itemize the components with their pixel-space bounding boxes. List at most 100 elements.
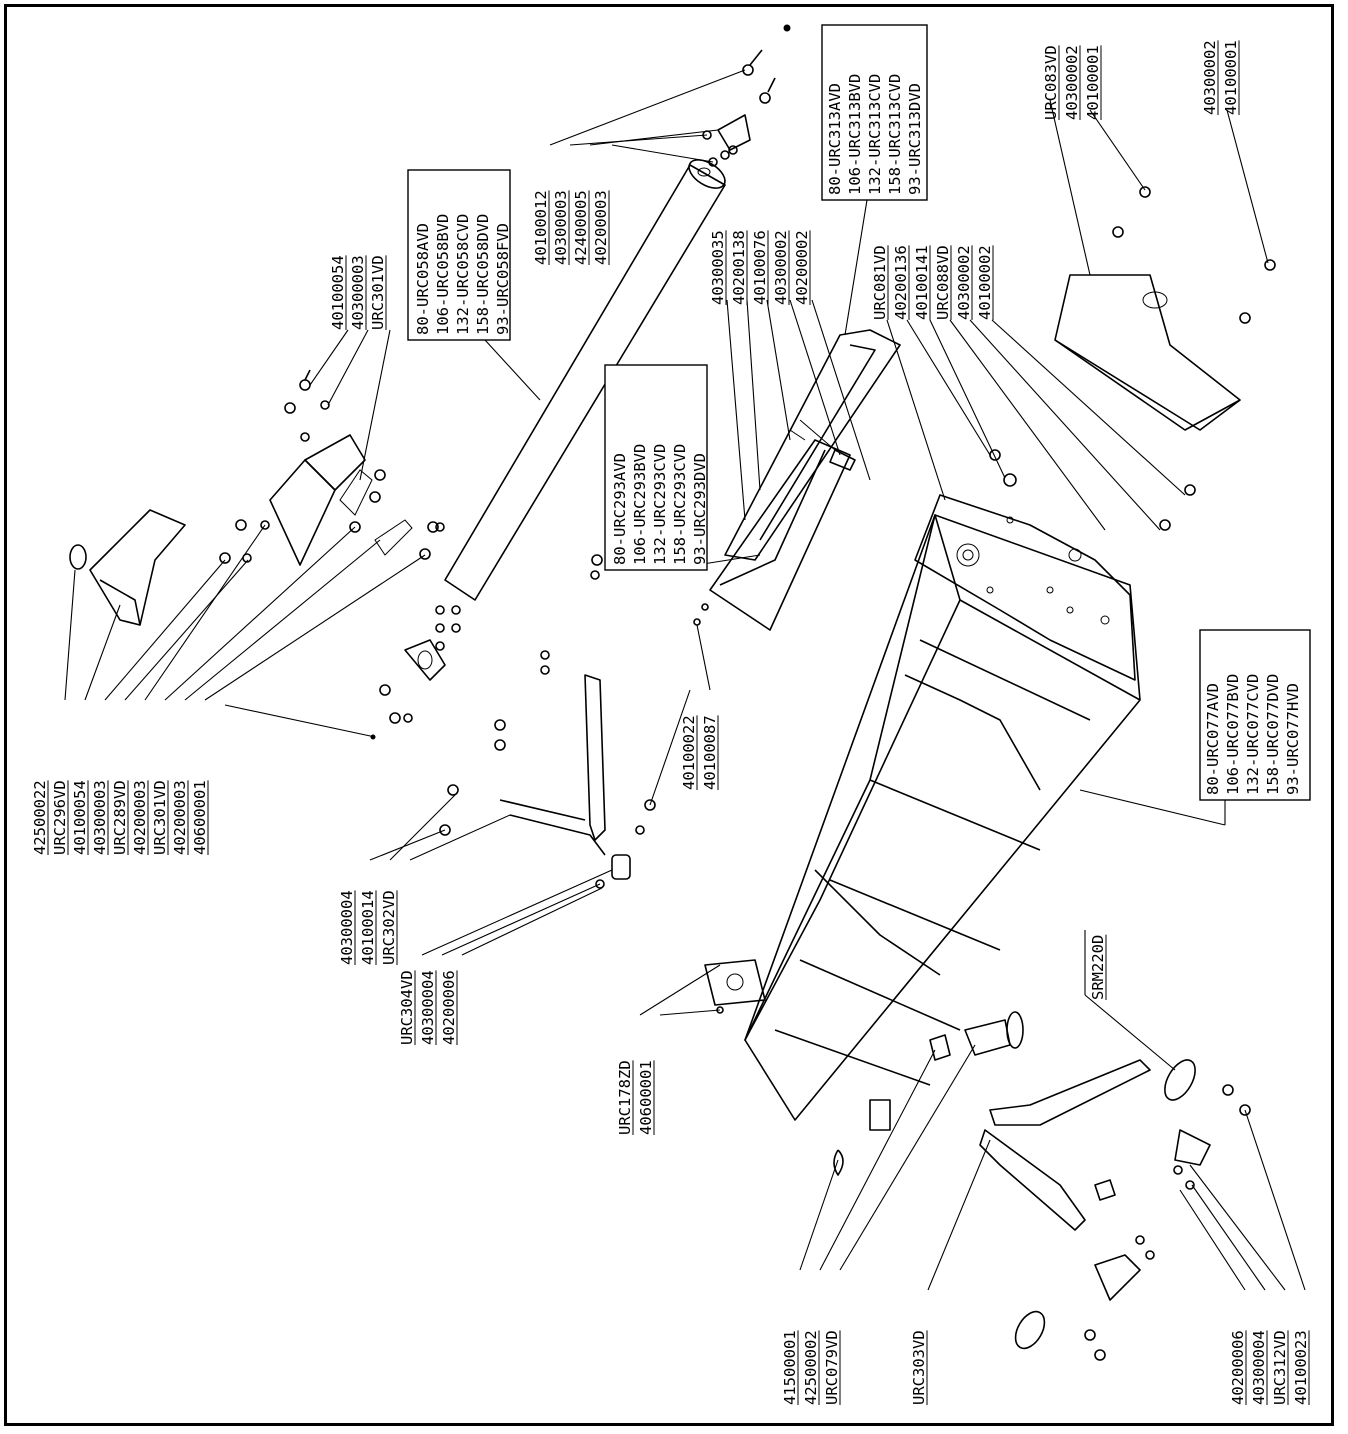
callout-group-pin: 40100022 40100087 (680, 715, 719, 790)
callout-group-cover-a: URC083VD 40300002 40100001 (1042, 45, 1102, 120)
rotor-housing-part (744, 514, 1141, 1131)
callout-group-cover-b: 40300002 40100001 (1201, 40, 1240, 115)
callout-label: 40600001 (191, 780, 209, 855)
callout-label: 42500002 (802, 1330, 820, 1405)
callout-label: 40300003 (552, 190, 570, 265)
callout-label: 93-URC077HVD (1284, 683, 1302, 795)
callout-label: 40100076 (751, 230, 769, 305)
callout-label: 40100002 (976, 245, 994, 320)
callout-label: 132-URC077CVD (1244, 674, 1262, 795)
callout-label: 40200003 (171, 780, 189, 855)
callout-label: 40100014 (359, 890, 377, 965)
drawing-border (4, 4, 1334, 1426)
callout-label: 40100087 (701, 715, 719, 790)
callout-label: 40100001 (1084, 45, 1102, 120)
callout-label: 40300004 (338, 890, 356, 965)
plate-part (704, 959, 766, 1006)
callout-label: 132-URC313CVD (866, 74, 884, 195)
callout-group-skid-bolts: 40300035 40200138 40100076 40300002 4020… (709, 230, 811, 305)
callout-label: 41500001 (781, 1330, 799, 1405)
callout-label: 158-URC313CVD (886, 74, 904, 195)
label-boxes (407, 24, 1311, 801)
callout-label: URC088VD (934, 245, 952, 320)
guard-part (69, 509, 186, 626)
arm-part (979, 1059, 1211, 1350)
callout-label: 40300004 (1250, 1330, 1268, 1405)
callout-group-srm: SRM220D (1089, 934, 1107, 1000)
callout-label: 40100141 (913, 245, 931, 320)
callout-label: URC301VD (369, 255, 387, 330)
callout-label: 40200003 (131, 780, 149, 855)
callout-label: 42400005 (572, 190, 590, 265)
callout-label: 80-URC077AVD (1204, 683, 1222, 795)
callout-label: 40300002 (772, 230, 790, 305)
callout-label: 40300002 (955, 245, 973, 320)
callout-group-arm-bolts: 40200006 40300004 URC312VD 40100023 (1229, 1330, 1310, 1405)
callout-label: 40600001 (637, 1060, 655, 1135)
callout-label: 80-URC313AVD (826, 83, 844, 195)
callout-label: URC302VD (380, 890, 398, 965)
callout-label: 106-URC293BVD (631, 444, 649, 565)
callout-label: 40300002 (1063, 45, 1081, 120)
callout-label: URC312VD (1271, 1330, 1289, 1405)
callout-label: 40100022 (680, 715, 698, 790)
callout-group-shaft: 41500001 42500002 URC079VD (781, 1330, 841, 1405)
callout-label: URC296VD (51, 780, 69, 855)
callout-group-tube: 80-URC058AVD 106-URC058BVD 132-URC058CVD… (414, 214, 512, 335)
end-plate-part (914, 494, 1136, 681)
callout-labels: 42500022 URC296VD 40100054 40300003 URC2… (31, 40, 1310, 1405)
callout-label: 40100054 (71, 780, 89, 855)
leader-lines (64, 69, 1306, 1291)
callout-label: 40300003 (91, 780, 109, 855)
callout-label: 40200003 (592, 190, 610, 265)
callout-label: URC178ZD (616, 1060, 634, 1135)
callout-label: 158-URC293CVD (671, 444, 689, 565)
cover-part (1054, 274, 1241, 431)
callout-group-bracket: 40100054 40300003 URC301VD (329, 255, 387, 330)
callout-label: 132-URC293CVD (651, 444, 669, 565)
shaft-part (833, 1011, 1024, 1176)
callout-label: 40200006 (1229, 1330, 1247, 1405)
callout-group-plate: URC178ZD 40600001 (616, 1060, 655, 1135)
callout-group-left-top: 42500022 URC296VD 40100054 40300003 URC2… (31, 780, 209, 855)
callout-label: 106-URC077BVD (1224, 674, 1242, 795)
callout-label: 106-URC313BVD (846, 74, 864, 195)
tube-part (444, 159, 726, 601)
callout-group-strap: 40300004 40100014 URC302VD (338, 890, 398, 965)
fasteners (219, 24, 1276, 1361)
callout-label: 158-URC077DVD (1264, 674, 1282, 795)
callout-label: URC301VD (151, 780, 169, 855)
skid-part (709, 439, 856, 631)
callout-label: 40300035 (709, 230, 727, 305)
spacer-part (611, 854, 631, 880)
strap-part (499, 674, 606, 856)
callout-label: 93-URC058FVD (494, 223, 512, 335)
callout-label: 40300002 (1201, 40, 1219, 115)
callout-group-spacer: URC304VD 40300004 40200006 (398, 970, 458, 1045)
callout-label: URC304VD (398, 970, 416, 1045)
callout-label: 93-URC293DVD (691, 453, 709, 565)
callout-label: 106-URC058BVD (434, 214, 452, 335)
callout-label: 40200136 (892, 245, 910, 320)
callout-label: 40300003 (349, 255, 367, 330)
callout-label: 80-URC058AVD (414, 223, 432, 335)
bearing-part (404, 639, 446, 681)
callout-label: 80-URC293AVD (611, 453, 629, 565)
callout-label: URC081VD (871, 245, 889, 320)
callout-group-rail: 80-URC313AVD 106-URC313BVD 132-URC313CVD… (826, 74, 924, 195)
callout-label: 40100012 (532, 190, 550, 265)
callout-group-endplate: URC081VD 40200136 40100141 URC088VD 4030… (871, 245, 994, 320)
callout-label: 40300004 (419, 970, 437, 1045)
callout-label: URC289VD (111, 780, 129, 855)
callout-label: 40200006 (440, 970, 458, 1045)
callout-label: URC083VD (1042, 45, 1060, 120)
callout-label: 40100001 (1222, 40, 1240, 115)
callout-group-cap: 40100012 40300003 42400005 40200003 (532, 190, 610, 265)
rail-part (724, 329, 901, 561)
callout-label: URC303VD (910, 1330, 928, 1405)
callout-group-arm: URC303VD (910, 1330, 928, 1405)
callout-group-skid: 80-URC293AVD 106-URC293BVD 132-URC293CVD… (611, 444, 709, 565)
callout-label: 40200002 (793, 230, 811, 305)
callout-label: 40200138 (730, 230, 748, 305)
bracket-part (269, 434, 413, 566)
